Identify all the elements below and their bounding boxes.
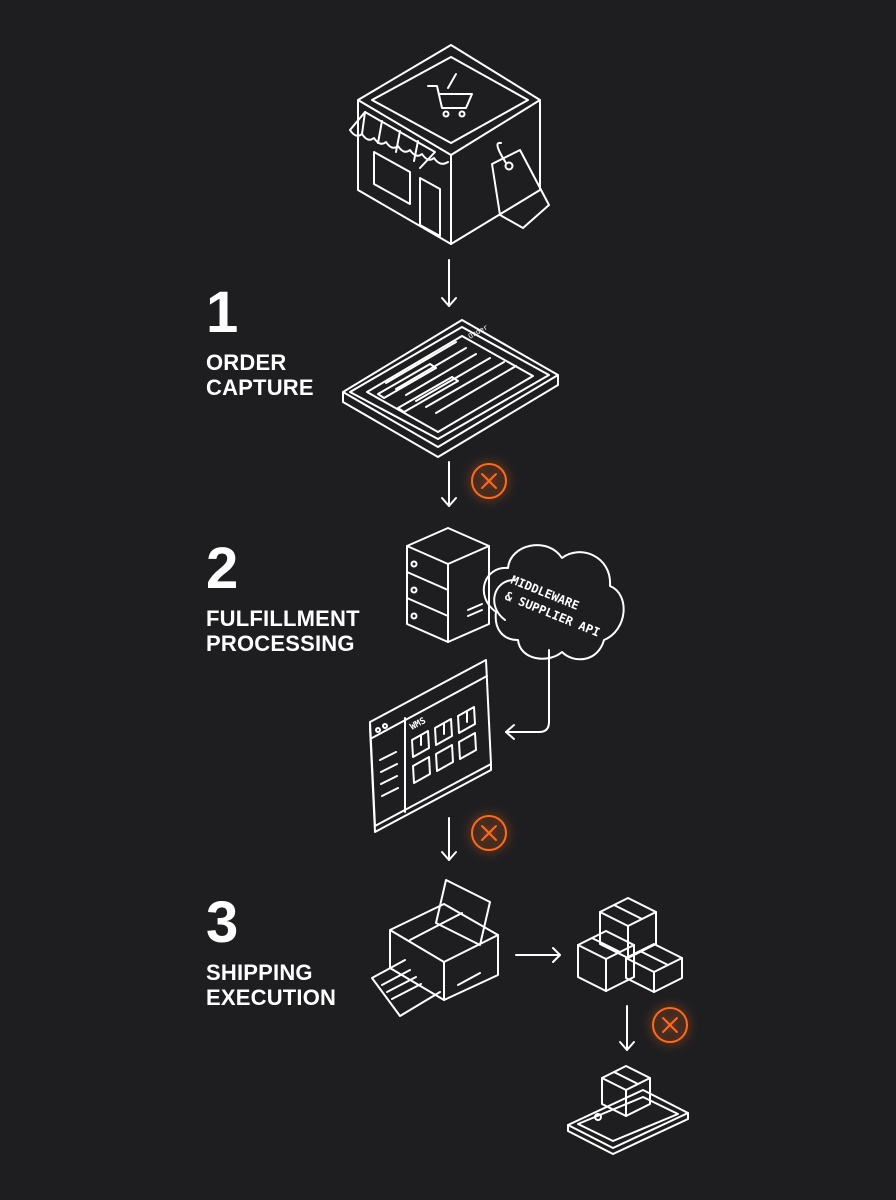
flow-arrow bbox=[441, 817, 457, 861]
flow-arrow bbox=[505, 649, 550, 740]
error-x-icon bbox=[471, 463, 507, 499]
price-tag-icon bbox=[491, 141, 550, 229]
storefront-icon bbox=[349, 44, 541, 245]
step-1-title-line2: CAPTURE bbox=[206, 375, 314, 400]
error-x-icon bbox=[652, 1007, 688, 1043]
server-icon bbox=[406, 527, 490, 643]
step-1: 1 ORDER CAPTURE bbox=[206, 280, 314, 401]
step-2-title: FULFILLMENT PROCESSING bbox=[206, 606, 360, 656]
cloud-icon: MIDDLEWARE & SUPPLIER API bbox=[482, 544, 625, 661]
step-2-title-line1: FULFILLMENT bbox=[206, 606, 360, 631]
wms-dashboard-icon: WMS bbox=[369, 659, 492, 833]
order-document-icon: Order bbox=[342, 319, 559, 458]
box-stack-icon bbox=[577, 897, 683, 993]
step-1-title-line1: ORDER bbox=[206, 350, 287, 375]
step-2: 2 FULFILLMENT PROCESSING bbox=[206, 536, 360, 657]
step-1-title: ORDER CAPTURE bbox=[206, 350, 314, 400]
label-printer-icon bbox=[371, 879, 499, 1017]
step-3-title-line1: SHIPPING bbox=[206, 960, 313, 985]
step-2-title-line2: PROCESSING bbox=[206, 631, 355, 656]
mobile-delivery-icon bbox=[567, 1065, 689, 1155]
step-1-number: 1 bbox=[206, 280, 239, 345]
flow-arrow bbox=[441, 259, 457, 307]
flow-arrow bbox=[515, 947, 561, 963]
wms-label: WMS bbox=[409, 716, 428, 732]
step-3: 3 SHIPPING EXECUTION bbox=[206, 890, 336, 1011]
error-x-icon bbox=[471, 815, 507, 851]
step-3-number: 3 bbox=[206, 890, 239, 955]
step-2-number: 2 bbox=[206, 536, 239, 601]
step-3-title-line2: EXECUTION bbox=[206, 985, 337, 1010]
flow-arrow bbox=[441, 461, 457, 507]
step-3-title: SHIPPING EXECUTION bbox=[206, 960, 336, 1010]
flow-arrow bbox=[619, 1005, 635, 1051]
